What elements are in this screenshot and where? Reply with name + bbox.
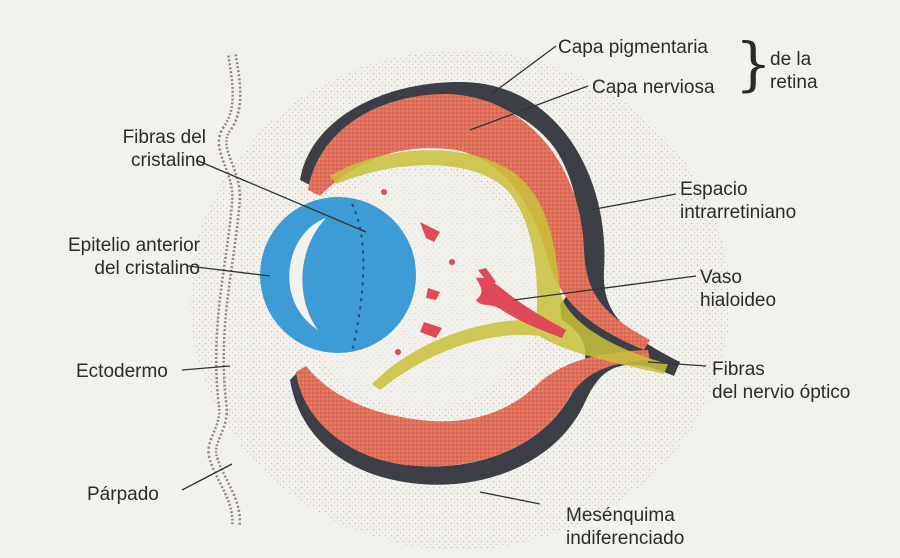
label-capa-pigmentaria: Capa pigmentaria (558, 37, 708, 58)
retina-nervous-layer-lower (296, 350, 650, 467)
label-vaso-hialoideo: Vaso hialoideo (700, 267, 777, 311)
label-fibras-nervio-optico: Fibras del nervio óptico (712, 359, 851, 403)
lens-anterior-epithelium-cavity (289, 218, 326, 330)
label-capa-nerviosa: Capa nerviosa (592, 77, 715, 98)
pigment-layer (290, 82, 680, 485)
label-de-la-retina: de la retina (770, 49, 818, 93)
hyaloid-vessel (476, 277, 566, 338)
lens (260, 197, 416, 353)
label-fibras-cristalino: Fibras del cristalino (122, 127, 206, 171)
retina-nervous-layer-upper (308, 94, 650, 350)
label-mesenquima: Mesénquima indiferenciado (566, 505, 685, 549)
optic-nerve-fibers (330, 150, 668, 390)
label-epitelio-anterior: Epitelio anterior del cristalino (67, 235, 200, 279)
retina-brace: } (735, 30, 772, 98)
label-espacio-intrarretiniano: Espacio intrarretiniano (680, 179, 797, 223)
label-parpado: Párpado (87, 484, 159, 505)
label-ectodermo: Ectodermo (76, 361, 168, 382)
